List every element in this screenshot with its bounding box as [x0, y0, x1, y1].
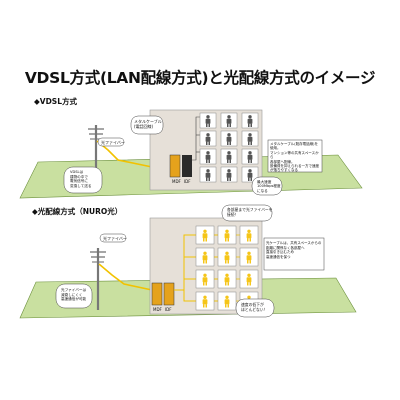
person-icon: [226, 115, 232, 127]
optical-bottom-left-text: 光ファイバーは 減衰しにくく 高速通信が可能: [61, 288, 87, 302]
optical-mdf-box: [151, 282, 163, 306]
optical-idf-label: IDF: [165, 307, 172, 312]
person-icon: [247, 151, 253, 163]
person-icon: [202, 273, 208, 286]
optical-room: [217, 225, 237, 245]
vdsl-room: [241, 130, 259, 147]
vdsl-room-grid: [199, 112, 259, 183]
vdsl-room: [241, 166, 259, 183]
optical-room: [217, 291, 237, 311]
vdsl-heading: ◆VDSL方式: [34, 97, 77, 106]
optical-room: [217, 247, 237, 267]
vdsl-wire-note-text: メタルケーブル(既存電話線)を使用。 マンション等の共有スペースから 各部屋へ配…: [270, 142, 319, 173]
optical-room: [217, 269, 237, 289]
vdsl-idf-label: IDF: [184, 179, 191, 184]
person-icon: [224, 229, 230, 242]
person-icon: [202, 251, 208, 264]
person-icon: [202, 295, 208, 308]
optical-room: [239, 269, 259, 289]
vdsl-idf-box: [182, 155, 192, 177]
optical-bottom-left-callout: [55, 283, 93, 309]
vdsl-room: [220, 166, 238, 183]
person-icon: [205, 151, 211, 163]
person-icon: [224, 295, 230, 308]
vdsl-room: [220, 130, 238, 147]
person-icon: [205, 133, 211, 145]
optical-fiber-text: 光ファイバー: [103, 236, 127, 241]
vdsl-room: [199, 166, 217, 183]
vdsl-fiber-callout: [97, 137, 125, 147]
person-icon: [224, 273, 230, 286]
person-icon: [247, 133, 253, 145]
vdsl-fiber-text: 光ファイバー: [101, 140, 125, 145]
optical-heading: ◆光配線方式（NURO光）: [32, 207, 123, 216]
vdsl-mdf-box: [169, 154, 181, 178]
optical-room: [239, 247, 259, 267]
person-icon: [246, 273, 252, 286]
vdsl-speed-callout: [63, 166, 103, 194]
person-icon: [226, 151, 232, 163]
optical-fiber-room-text: 各部屋まで光ファイバーを 接続！: [227, 207, 273, 217]
vdsl-mdf-label: MDF: [172, 179, 181, 184]
optical-room: [195, 247, 215, 267]
person-icon: [247, 115, 253, 127]
vdsl-room: [199, 148, 217, 165]
person-icon: [205, 115, 211, 127]
person-icon: [205, 169, 211, 181]
vdsl-room: [199, 112, 217, 129]
optical-room: [195, 269, 215, 289]
vdsl-max-speed-callout: [251, 176, 283, 196]
vdsl-room: [220, 112, 238, 129]
person-icon: [247, 169, 253, 181]
person-icon: [246, 229, 252, 242]
optical-idf-box: [163, 282, 175, 306]
vdsl-room: [241, 112, 259, 129]
vdsl-metal-cable: [192, 116, 200, 161]
optical-room-grid: [195, 225, 259, 311]
person-icon: [202, 229, 208, 242]
optical-room: [239, 225, 259, 245]
vdsl-room: [199, 130, 217, 147]
optical-fiber-room-callout: [221, 204, 273, 222]
person-icon: [226, 169, 232, 181]
optical-shared-space-text: 光ケーブルは、共有スペースからの 距離に関係なく各部屋へ 直接引き込むため 高速…: [266, 241, 322, 259]
optical-room: [195, 291, 215, 311]
optical-room: [195, 225, 215, 245]
person-icon: [224, 251, 230, 264]
vdsl-metal-cable-text: メタルケーブル (電話回線): [134, 119, 162, 129]
optical-shared-space-box: [263, 237, 325, 271]
optical-fiber-callout: [99, 233, 127, 243]
vdsl-room: [220, 148, 238, 165]
optical-bottom-right-callout: [235, 298, 275, 318]
person-icon: [226, 133, 232, 145]
vdsl-wire-note-box: [267, 139, 323, 173]
optical-utility-pole: [90, 248, 106, 310]
vdsl-room: [241, 148, 259, 165]
vdsl-metal-cable-callout: [130, 115, 164, 135]
page-title: VDSL方式(LAN配線方式)と光配線方式のイメージ: [24, 69, 376, 87]
optical-fiber-cable: [98, 263, 153, 291]
optical-bottom-right-text: 速度の低下が ほとんどない！: [241, 302, 268, 312]
optical-mdf-label: MDF: [153, 307, 162, 312]
person-icon: [246, 251, 252, 264]
vdsl-speed-text: VDSLは 建物の中で 電気信号に 変換して送る: [70, 170, 92, 188]
vdsl-max-speed-text: 最大速度 100Mbps程度 になる: [257, 180, 281, 193]
